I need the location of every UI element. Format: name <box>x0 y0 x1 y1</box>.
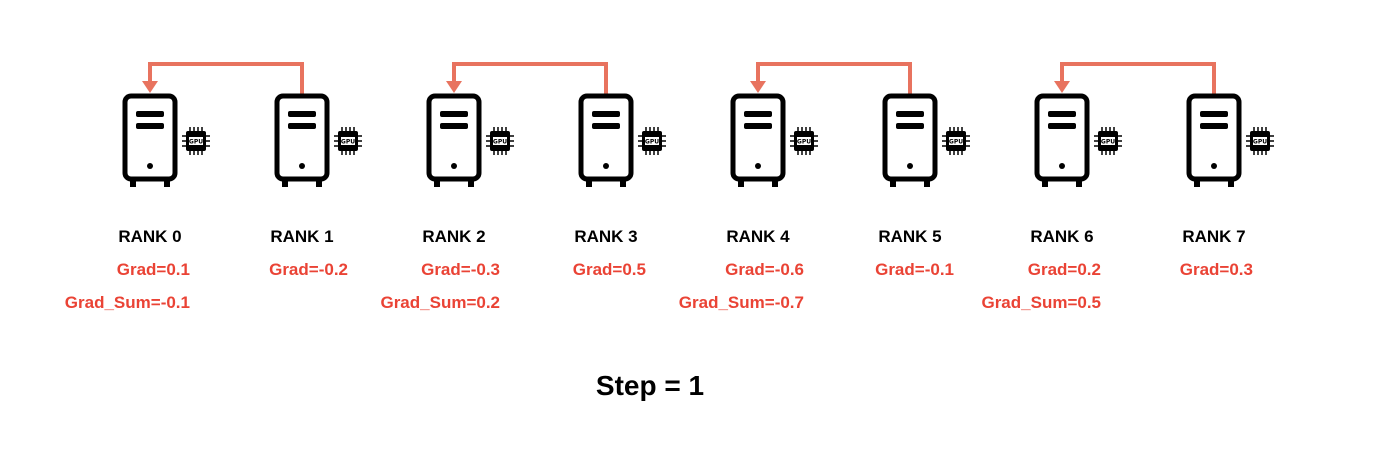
server-icon <box>1037 96 1087 187</box>
gpu-chip-text: GPU <box>1101 138 1115 145</box>
gpu-chip-icon: GPU <box>789 126 819 156</box>
grad-sum-label-2: Grad_Sum=0.2 <box>380 293 500 312</box>
grad-sum-label-0: Grad_Sum=-0.1 <box>64 293 190 312</box>
grad-sum-label-6: Grad_Sum=0.5 <box>981 293 1101 312</box>
grad-label-1: Grad=-0.2 <box>269 260 348 279</box>
gpu-chip-icon: GPU <box>637 126 667 156</box>
arrow-head-icon <box>750 81 766 93</box>
gpu-chip-text: GPU <box>189 138 203 145</box>
arrow-line <box>452 62 608 94</box>
step-label: Step = 1 <box>595 370 705 401</box>
grad-label-2: Grad=-0.3 <box>421 260 500 279</box>
server-icon <box>125 96 175 187</box>
gpu-chip-icon: GPU <box>333 126 363 156</box>
arrow-line <box>148 62 304 94</box>
server-icon <box>429 96 479 187</box>
gpu-chip-icon: GPU <box>941 126 971 156</box>
grad-label-6: Grad=0.2 <box>1027 260 1101 279</box>
gpu-chip-text: GPU <box>645 138 659 145</box>
grad-label-4: Grad=-0.6 <box>725 260 804 279</box>
grad-label-0: Grad=0.1 <box>116 260 190 279</box>
rank-label-7: RANK 7 <box>1182 227 1246 246</box>
gpu-chip-icon: GPU <box>1093 126 1123 156</box>
gpu-chip-icon: GPU <box>485 126 515 156</box>
grad-sum-label-4: Grad_Sum=-0.7 <box>678 293 804 312</box>
gpu-chip-text: GPU <box>341 138 355 145</box>
server-icon <box>733 96 783 187</box>
server-icon <box>885 96 935 187</box>
grad-label-3: Grad=0.5 <box>572 260 646 279</box>
rank-label-0: RANK 0 <box>118 227 182 246</box>
servers-layer: GPU GPU GPU GPU GPU GPU GPU GPU <box>125 96 1275 187</box>
gpu-chip-icon: GPU <box>1245 126 1275 156</box>
arrow-head-icon <box>142 81 158 93</box>
gpu-chip-text: GPU <box>797 138 811 145</box>
rank-label-5: RANK 5 <box>878 227 942 246</box>
server-icon <box>277 96 327 187</box>
grad-label-7: Grad=0.3 <box>1179 260 1253 279</box>
rank-label-3: RANK 3 <box>574 227 638 246</box>
gpu-chip-text: GPU <box>1253 138 1267 145</box>
server-icon <box>581 96 631 187</box>
gpu-chip-icon: GPU <box>181 126 211 156</box>
rank-label-2: RANK 2 <box>422 227 486 246</box>
rank-label-6: RANK 6 <box>1030 227 1094 246</box>
rank-label-4: RANK 4 <box>726 227 790 246</box>
arrow-line <box>756 62 912 94</box>
grad-label-5: Grad=-0.1 <box>875 260 954 279</box>
arrow-head-icon <box>1054 81 1070 93</box>
arrow-line <box>1060 62 1216 94</box>
arrow-head-icon <box>446 81 462 93</box>
gpu-chip-text: GPU <box>493 138 507 145</box>
rank-label-1: RANK 1 <box>270 227 334 246</box>
gpu-chip-text: GPU <box>949 138 963 145</box>
server-icon <box>1189 96 1239 187</box>
arrows-layer <box>142 62 1216 94</box>
